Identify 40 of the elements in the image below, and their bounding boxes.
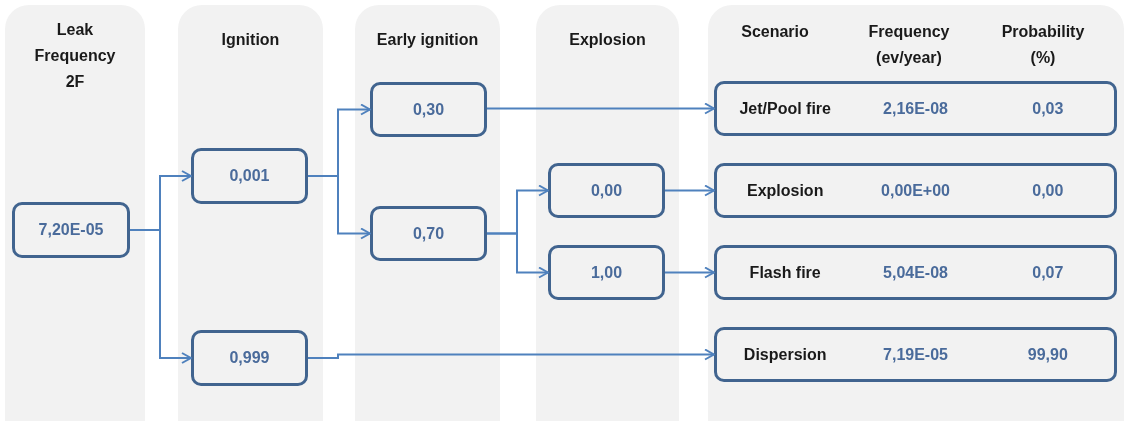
scenario-row [714,163,1117,218]
arrow [486,232,549,279]
column-heading: Probability (%) [1000,22,1086,68]
column-band [708,5,1124,421]
scenario-name: Dispersion [743,344,827,365]
value-text: 5,04E-08 [883,262,948,283]
value-text: 0,03 [1032,98,1064,119]
scenario-name: Jet/Pool fire [739,98,831,119]
value-text: 7,19E-05 [883,344,948,365]
column-heading: Early ignition [376,30,479,50]
scenario-row [714,327,1117,382]
value-text: 0,00 [1032,180,1064,201]
scenario-row [714,81,1117,136]
column-heading: Scenario [740,22,810,42]
probability-box: 7,20E-05 [12,202,130,258]
scenario-name: Flash fire [749,262,821,283]
column-heading: Frequency (ev/year) [867,22,951,68]
probability-box: 0,70 [370,206,487,261]
value-text: 0,00E+00 [881,180,950,201]
column-band [355,5,500,421]
scenario-name: Explosion [746,180,824,201]
column-band [178,5,323,421]
value-text: 0,07 [1032,262,1064,283]
probability-box: 0,00 [548,163,665,218]
probability-box: 1,00 [548,245,665,300]
column-heading: Explosion [569,30,646,50]
column-band [536,5,679,421]
value-text: 99,90 [1027,344,1068,365]
arrow [664,184,715,197]
probability-box: 0,30 [370,82,487,137]
probability-box: 0,999 [191,330,308,386]
value-text: 2,16E-08 [883,98,948,119]
column-heading: Ignition [221,30,280,50]
scenario-row [714,245,1117,300]
arrow [664,266,715,279]
column-band [5,5,145,421]
column-heading: Leak Frequency 2F [33,20,117,92]
probability-box: 0,001 [191,148,308,204]
arrow [486,102,715,115]
arrow [307,348,715,361]
